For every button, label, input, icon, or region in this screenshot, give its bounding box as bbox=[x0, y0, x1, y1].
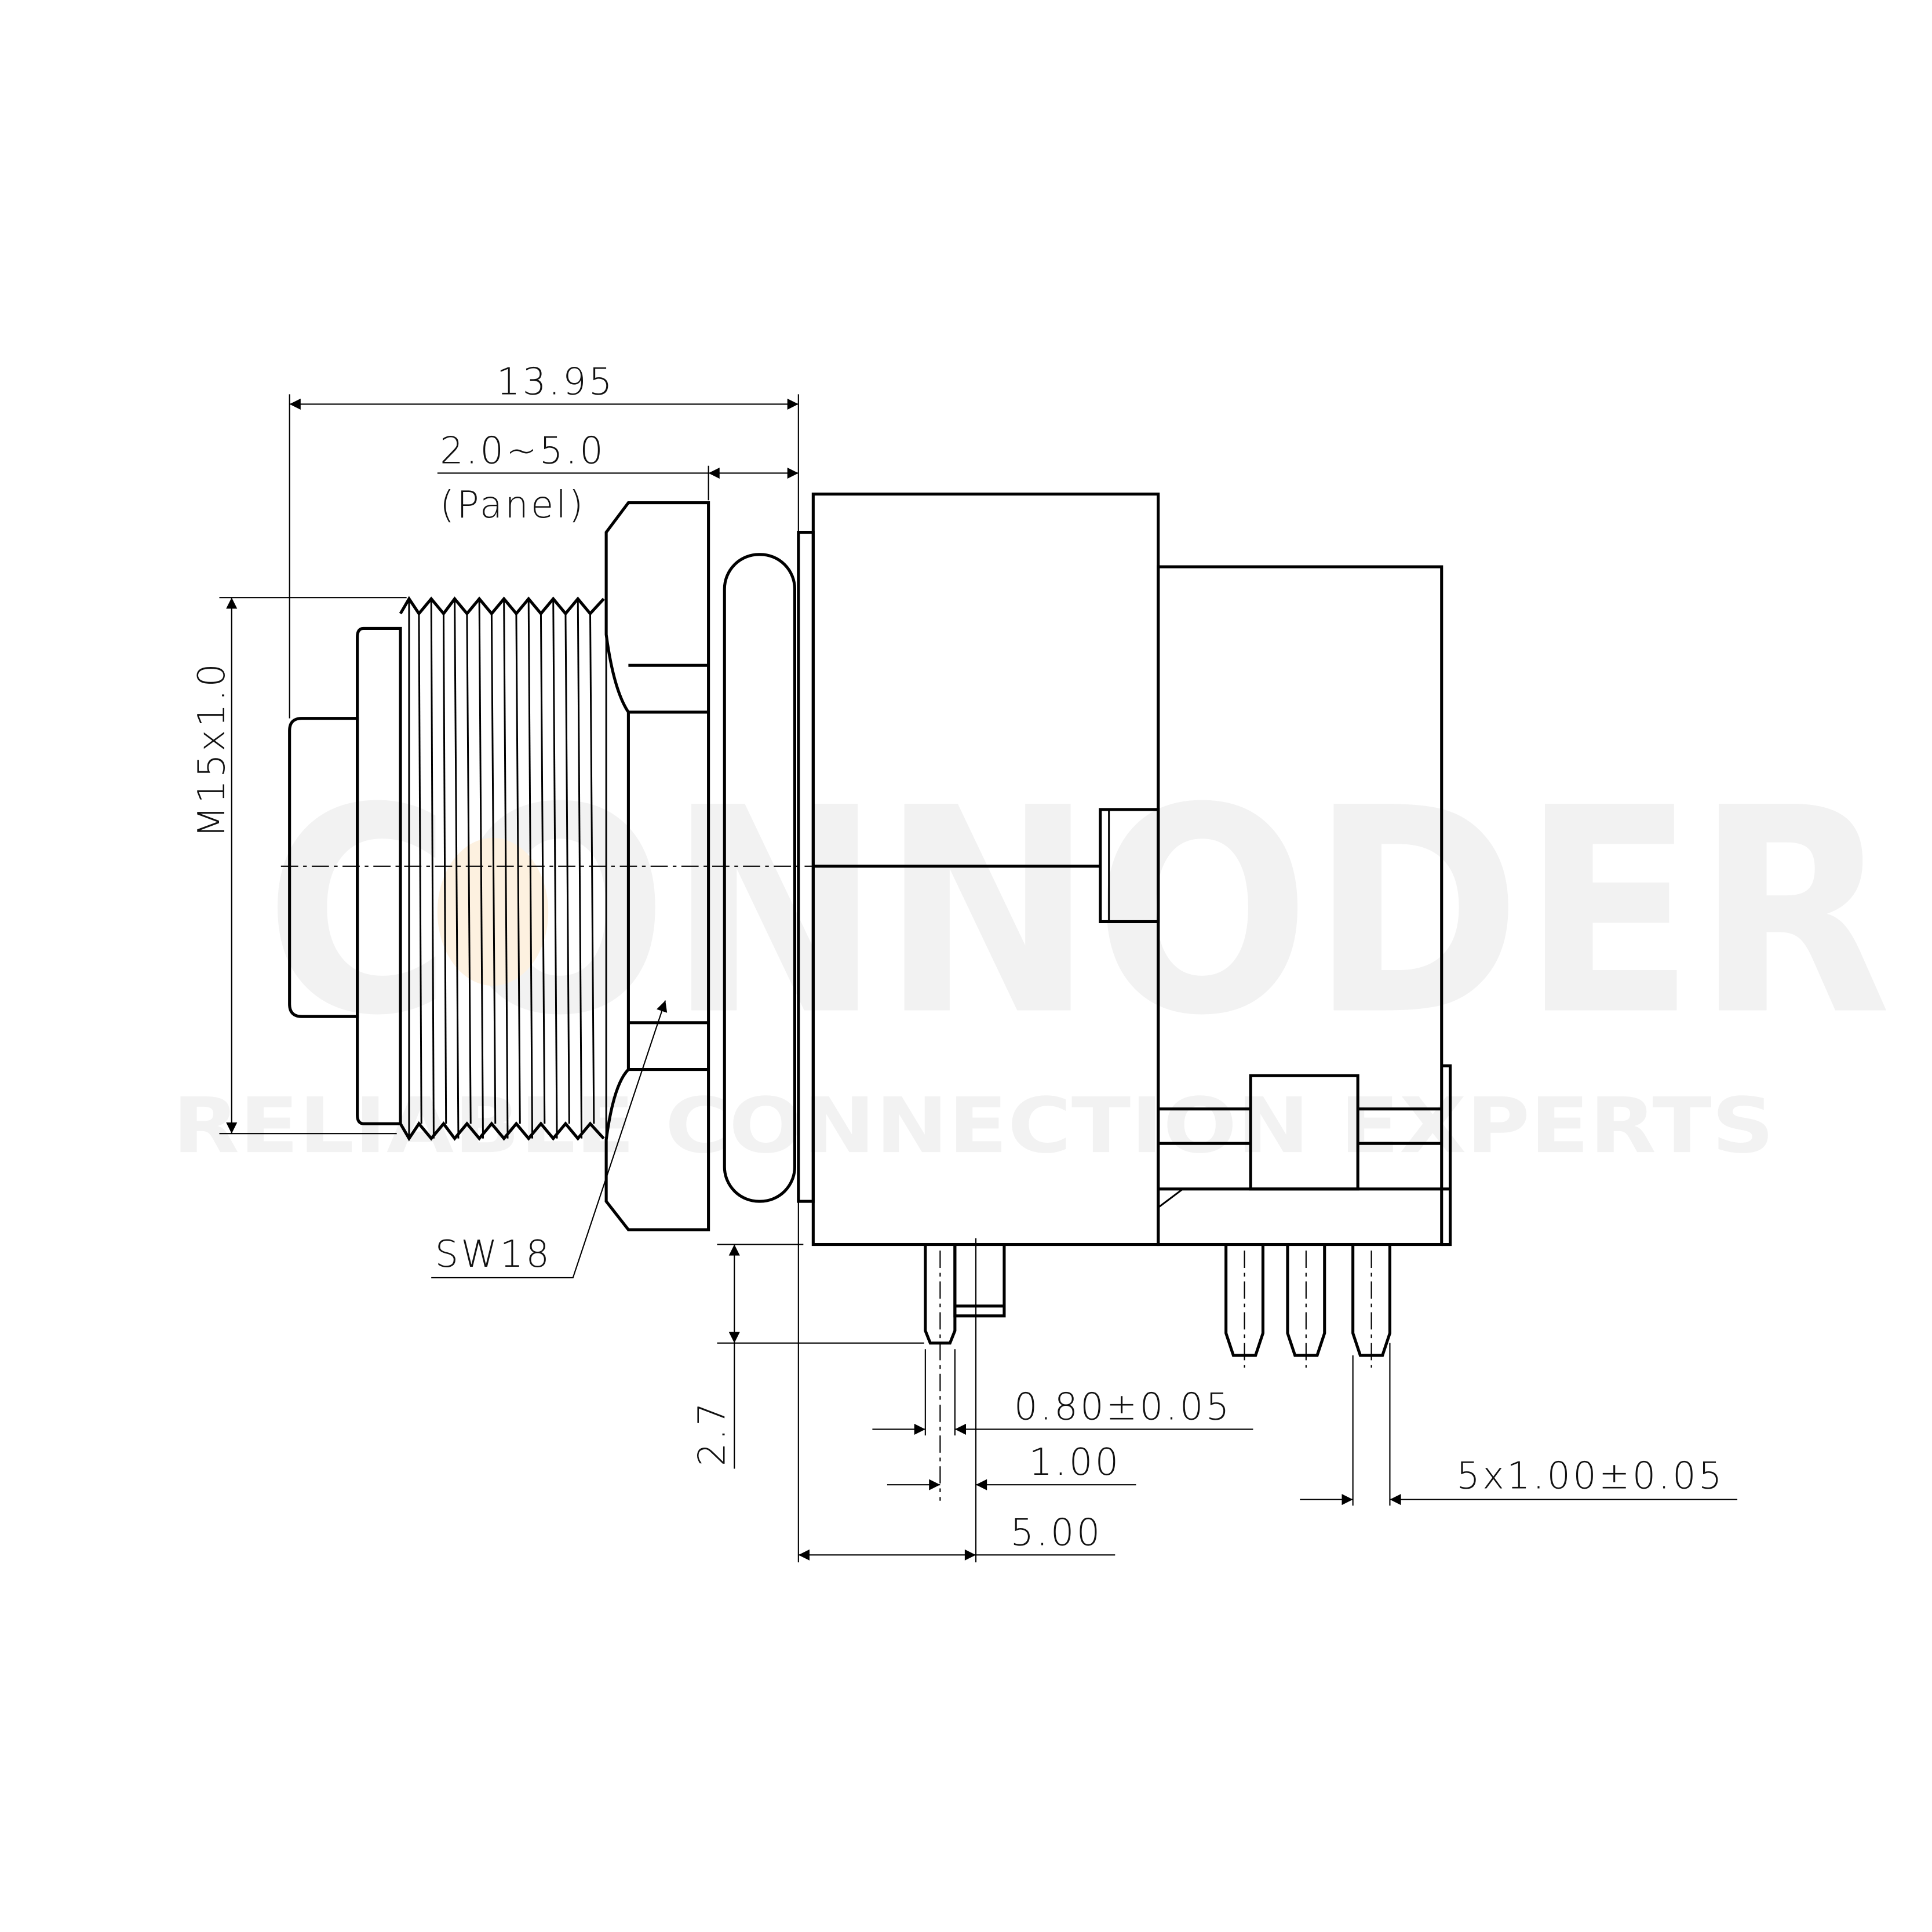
dim-overall-length: 13.95 bbox=[289, 360, 799, 1563]
label-pin-offset: 1.00 bbox=[1029, 1441, 1121, 1484]
dim-pin-pitch: 5x1.00±0.05 bbox=[1300, 1343, 1738, 1506]
label-pin-pitch: 5x1.00±0.05 bbox=[1456, 1455, 1724, 1498]
dim-pin-length: 2.7 bbox=[691, 1244, 924, 1469]
thread-section bbox=[399, 596, 605, 1142]
label-overall-length: 13.95 bbox=[497, 360, 615, 403]
front-plug bbox=[288, 717, 359, 1018]
logo-accent-mark bbox=[437, 837, 549, 986]
watermark-tagline: RELIABLE CONNECTION EXPERTS bbox=[173, 1082, 1774, 1171]
label-thread: M15x1.0 bbox=[191, 661, 234, 838]
rear-block bbox=[1157, 565, 1452, 1246]
label-panel-thickness: 2.0~5.0 bbox=[440, 429, 606, 472]
dim-pin-offset: 1.00 bbox=[887, 1238, 1136, 1563]
label-panel: (Panel) bbox=[440, 484, 586, 527]
label-pin-length: 2.7 bbox=[691, 1400, 734, 1466]
label-wrench-size: SW18 bbox=[435, 1233, 552, 1276]
watermark: CONNODER RELIABLE CONNECTION EXPERTS bbox=[173, 748, 1891, 1171]
dim-thread: M15x1.0 bbox=[191, 597, 407, 1135]
label-pin-position: 5.00 bbox=[1011, 1511, 1103, 1554]
pins bbox=[924, 1244, 1391, 1501]
dim-panel-thickness: 2.0~5.0 (Panel) bbox=[437, 429, 799, 527]
dim-pin-diameter: 0.80±0.05 bbox=[872, 1349, 1253, 1436]
o-ring bbox=[723, 553, 796, 1203]
thread-lip bbox=[356, 626, 402, 1125]
label-pin-diameter: 0.80±0.05 bbox=[1014, 1386, 1232, 1428]
dim-pin-position: 5.00 bbox=[798, 1511, 1116, 1561]
dim-wrench-size: SW18 bbox=[431, 1000, 668, 1279]
